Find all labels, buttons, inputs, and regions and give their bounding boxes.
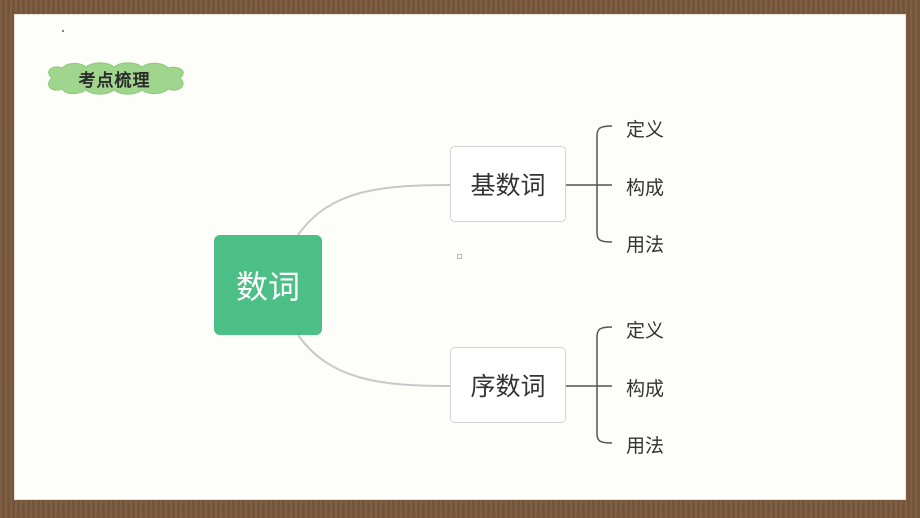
leaf-node: 用法	[626, 234, 665, 256]
bracket-branch-1	[566, 125, 613, 243]
leaf-node: 用法	[626, 435, 665, 457]
branch-node-cardinal: 基数词	[450, 146, 566, 222]
bracket-branch-2	[566, 326, 613, 444]
leaf-node: 构成	[626, 177, 665, 199]
connector-root-branch-2	[297, 334, 451, 387]
branch-node-ordinal: 序数词	[450, 347, 566, 423]
connector-root-branch-1	[297, 184, 451, 236]
leaf-node: 定义	[626, 119, 665, 141]
section-badge: 考点梳理	[42, 60, 187, 96]
cloud-badge-shape	[48, 62, 184, 95]
root-node: 数词	[214, 235, 322, 335]
small-marker	[457, 254, 462, 259]
leaf-node: 构成	[626, 378, 665, 400]
decorative-dot	[62, 30, 64, 32]
badge-title: 考点梳理	[78, 70, 151, 91]
leaf-node: 定义	[626, 320, 665, 342]
